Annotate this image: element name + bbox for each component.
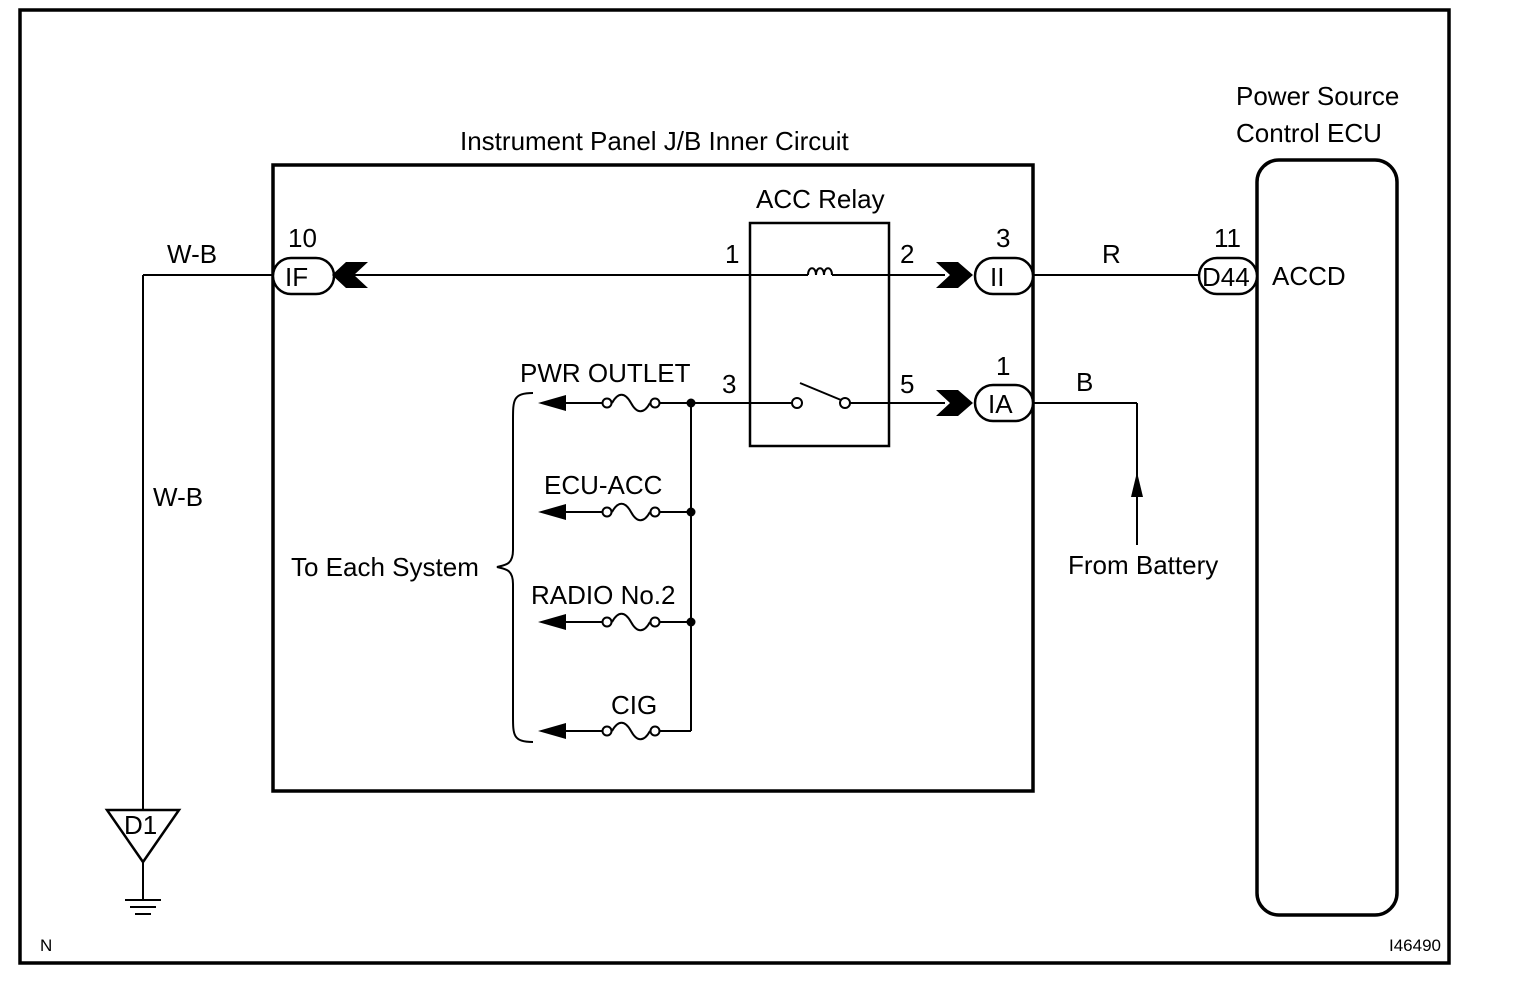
wire-wb-top: W-B [167, 239, 217, 269]
to-each-system-label: To Each System [291, 552, 479, 582]
relay-pin-5: 5 [900, 369, 914, 399]
connector-if-pin: 10 [288, 223, 317, 253]
relay-pin-1: 1 [725, 239, 739, 269]
fuse-row-ecu-acc: ECU-ACC [538, 470, 691, 522]
connector-ii-code: II [990, 262, 1004, 292]
relay-coil-icon [807, 267, 833, 276]
ground-connector-d1: D1 [104, 808, 182, 865]
ecu-box [1255, 158, 1399, 917]
connector-ii: II 3 [973, 223, 1035, 296]
corner-left-code: N [40, 936, 52, 955]
fuse-label-radio-no2: RADIO No.2 [531, 580, 676, 610]
contact-circuit-wire [691, 402, 1138, 545]
fuse-row-radio-no2: RADIO No.2 [531, 580, 691, 632]
corner-right-code: I46490 [1389, 936, 1441, 955]
acc-relay-label: ACC Relay [756, 184, 885, 214]
connector-d44: D44 11 [1197, 223, 1259, 296]
jb-box [271, 163, 1035, 793]
wire-wb-side: W-B [153, 482, 203, 512]
relay-pin-2: 2 [900, 239, 914, 269]
ecu-title-line2: Control ECU [1236, 118, 1382, 148]
ecu-title-line1: Power Source [1236, 81, 1399, 111]
jb-title: Instrument Panel J/B Inner Circuit [460, 126, 849, 156]
relay-switch-icon [791, 382, 851, 409]
outer-frame [18, 8, 1451, 965]
connector-d44-pin: 11 [1214, 223, 1241, 253]
connector-d1-code: D1 [124, 810, 157, 840]
from-battery-label: From Battery [1068, 550, 1218, 580]
connector-ii-pin: 3 [996, 223, 1010, 253]
fuse-label-cig: CIG [611, 690, 657, 720]
chevron-if-icon [332, 262, 368, 288]
ground-icon [125, 899, 161, 915]
fuse-label-ecu-acc: ECU-ACC [544, 470, 662, 500]
relay-pin-3: 3 [722, 369, 736, 399]
acc-relay-box [748, 221, 891, 448]
connector-d44-code: D44 [1202, 262, 1250, 292]
connector-ia-code: IA [988, 389, 1013, 419]
fuse-row-pwr-outlet: PWR OUTLET [520, 358, 691, 413]
fuse-row-cig: CIG [538, 690, 691, 741]
battery-arrow-icon [1131, 472, 1143, 497]
wire-b: B [1076, 367, 1093, 397]
fuse-label-pwr-outlet: PWR OUTLET [520, 358, 691, 388]
connector-ia: IA 1 [973, 351, 1035, 423]
chevron-ia-icon [936, 390, 973, 416]
connector-if: IF 10 [271, 223, 336, 296]
connector-ia-pin: 1 [996, 351, 1010, 381]
chevron-ii-icon [936, 262, 973, 288]
system-brace-icon [496, 392, 534, 743]
wire-r: R [1102, 239, 1121, 269]
ecu-terminal-label: ACCD [1272, 261, 1346, 291]
connector-if-code: IF [285, 262, 308, 292]
